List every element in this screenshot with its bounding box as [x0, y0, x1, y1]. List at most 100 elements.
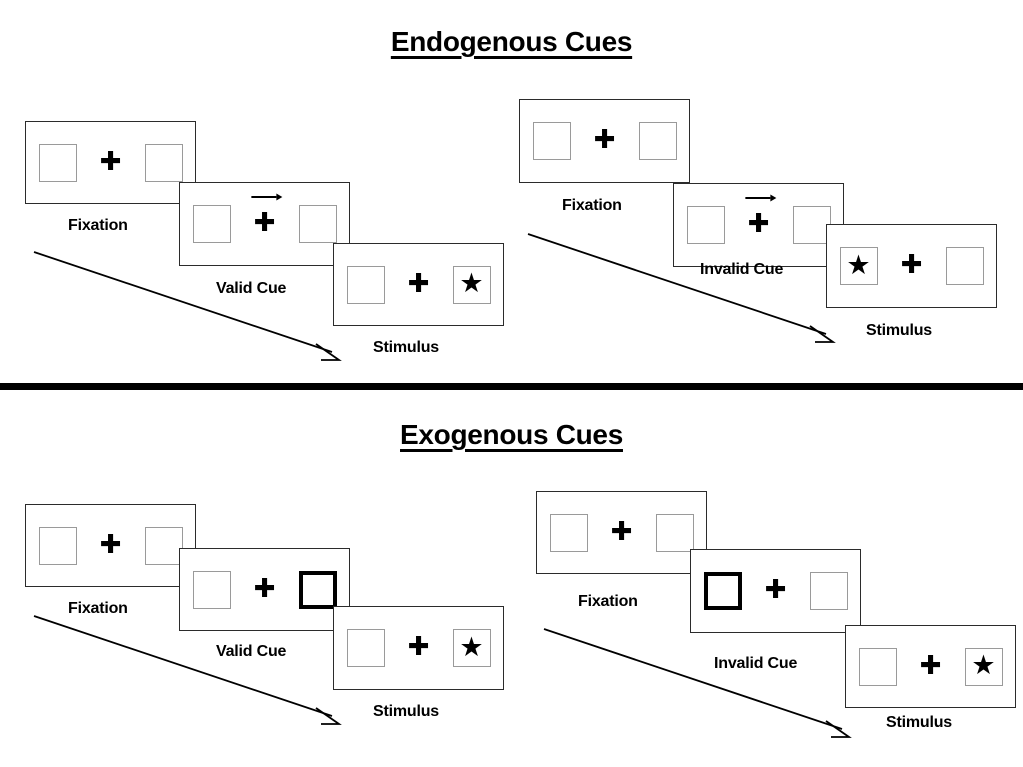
fixation-cross: ✚ — [250, 193, 282, 243]
caption-endogenous-invalid-fixation: Fixation — [562, 197, 622, 214]
arrow-right-cue-icon — [250, 193, 282, 201]
fixation-cross: ✚ — [900, 247, 924, 285]
fixation-cross: ✚ — [99, 527, 123, 565]
fixation-cross: ✚ — [610, 514, 634, 552]
fixation-cross: ✚ — [407, 629, 431, 667]
panel-endogenous-valid-fixation: ✚ — [25, 121, 196, 204]
spacer — [634, 532, 656, 533]
left-placeholder-box — [38, 526, 77, 565]
left-placeholder-box — [532, 122, 571, 160]
panel-content: ★ ✚ — [827, 225, 996, 307]
star-target-icon: ★ — [459, 631, 484, 663]
panel-exogenous-invalid-cue: ✚ — [690, 549, 861, 633]
spacer — [878, 266, 900, 267]
left-cued-box-highlight — [703, 572, 742, 610]
caption-exogenous-valid-fixation: Fixation — [68, 600, 128, 617]
spacer — [277, 224, 299, 225]
plus-icon: ✚ — [610, 516, 633, 547]
caption-endogenous-valid-cue: Valid Cue — [216, 280, 287, 297]
plus-icon: ✚ — [253, 573, 276, 604]
plus-icon: ✚ — [253, 208, 276, 238]
plus-icon: ✚ — [593, 125, 616, 155]
fixation-cross: ✚ — [593, 122, 617, 160]
left-placeholder-box — [549, 513, 588, 552]
panel-endogenous-invalid-stimulus: ★ ✚ — [826, 224, 997, 308]
right-placeholder-box — [945, 247, 984, 285]
fixation-cross: ✚ — [99, 144, 123, 182]
spacer — [725, 225, 747, 226]
spacer — [897, 666, 919, 667]
panel-content: ✚ — [180, 183, 349, 265]
plus-icon: ✚ — [99, 529, 122, 560]
fixation-cross: ✚ — [253, 571, 277, 609]
right-placeholder-box — [298, 205, 337, 243]
panel-exogenous-valid-cue: ✚ — [179, 548, 350, 631]
spacer — [431, 284, 453, 285]
caption-endogenous-invalid-stimulus: Stimulus — [866, 322, 932, 339]
spacer — [77, 545, 99, 546]
left-target-box: ★ — [839, 247, 878, 285]
star-target-icon: ★ — [971, 650, 996, 681]
flow-arrow-endogenous-valid — [33, 251, 342, 361]
plus-icon: ✚ — [764, 575, 787, 605]
panel-endogenous-valid-stimulus: ✚ ★ — [333, 243, 504, 326]
spacer — [943, 666, 965, 667]
fixation-cross: ✚ — [764, 572, 788, 610]
panel-exogenous-invalid-stimulus: ✚ ★ — [845, 625, 1016, 708]
left-placeholder-box — [346, 265, 385, 304]
right-target-box: ★ — [452, 265, 491, 304]
spacer — [385, 648, 407, 649]
panel-content: ✚ ★ — [334, 607, 503, 689]
spacer — [788, 591, 810, 592]
right-cued-box-highlight — [298, 570, 337, 609]
star-target-icon: ★ — [846, 249, 871, 281]
panel-content: ✚ ★ — [846, 626, 1015, 707]
panel-content: ✚ — [537, 492, 706, 573]
right-placeholder-box — [638, 122, 677, 160]
spacer — [385, 284, 407, 285]
panel-exogenous-valid-fixation: ✚ — [25, 504, 196, 587]
section-title-endogenous: Endogenous Cues — [390, 26, 633, 57]
left-placeholder-box — [858, 647, 897, 686]
panel-content: ✚ — [674, 184, 843, 266]
right-placeholder-box — [655, 513, 694, 552]
spacer — [742, 591, 764, 592]
right-target-box: ★ — [964, 647, 1003, 686]
spacer — [588, 532, 610, 533]
panel-endogenous-valid-cue: ✚ — [179, 182, 350, 266]
spacer — [231, 589, 253, 590]
panel-exogenous-valid-stimulus: ✚ ★ — [333, 606, 504, 690]
right-placeholder-box — [144, 526, 183, 565]
left-placeholder-box — [192, 570, 231, 609]
panel-content: ✚ — [26, 505, 195, 586]
plus-icon: ✚ — [747, 209, 770, 239]
panel-content: ✚ ★ — [334, 244, 503, 325]
caption-exogenous-invalid-cue: Invalid Cue — [714, 655, 798, 672]
flow-arrow-exogenous-invalid — [543, 628, 852, 738]
flow-arrow-exogenous-valid — [33, 615, 342, 725]
spacer — [771, 225, 793, 226]
section-divider — [0, 383, 1023, 390]
caption-exogenous-valid-cue: Valid Cue — [216, 643, 287, 660]
panel-content: ✚ — [26, 122, 195, 203]
left-placeholder-box — [38, 143, 77, 182]
flow-arrow-endogenous-invalid — [527, 233, 836, 343]
caption-endogenous-invalid-cue: Invalid Cue — [700, 261, 784, 278]
spacer — [617, 141, 639, 142]
plus-icon: ✚ — [407, 268, 430, 299]
spacer — [277, 589, 299, 590]
caption-exogenous-valid-stimulus: Stimulus — [373, 703, 439, 720]
right-target-box: ★ — [452, 629, 491, 667]
right-placeholder-box — [809, 572, 848, 610]
panel-content: ✚ — [691, 550, 860, 632]
spacer — [571, 141, 593, 142]
right-placeholder-box — [144, 143, 183, 182]
fixation-cross: ✚ — [919, 648, 943, 686]
spacer — [77, 162, 99, 163]
panel-content: ✚ — [180, 549, 349, 630]
caption-exogenous-invalid-fixation: Fixation — [578, 593, 638, 610]
plus-icon: ✚ — [900, 250, 923, 280]
star-target-icon: ★ — [459, 268, 484, 299]
right-placeholder-box — [792, 206, 831, 244]
